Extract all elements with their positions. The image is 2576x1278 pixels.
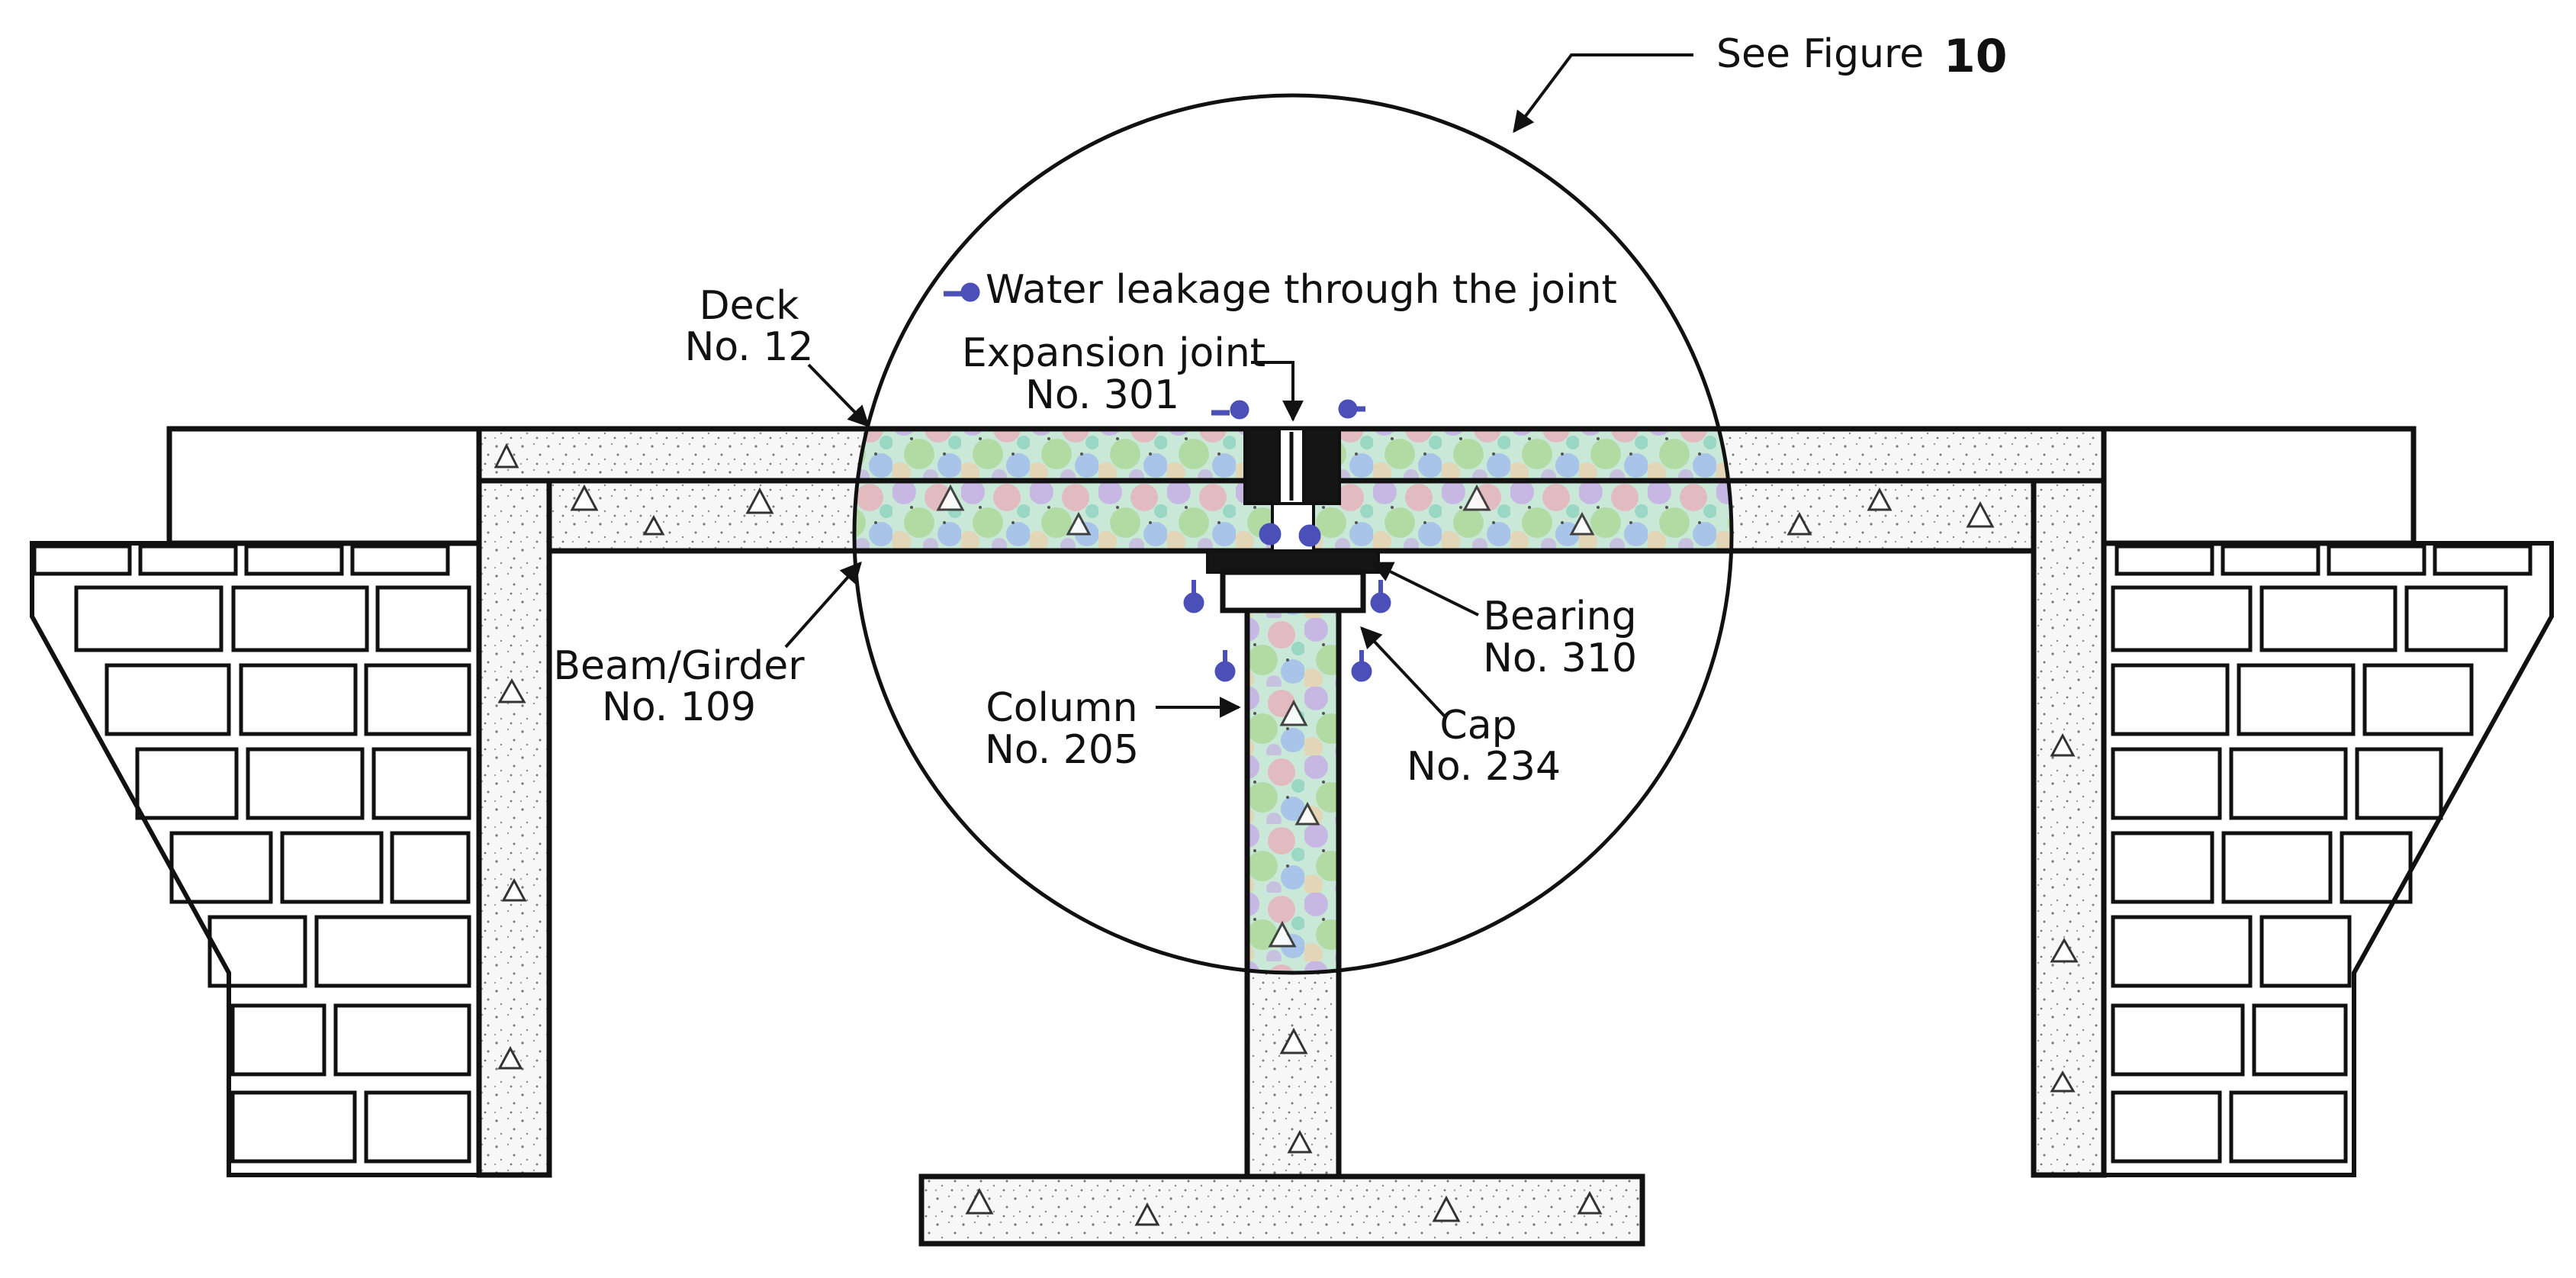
beam-label: Beam/Girder: [553, 643, 805, 689]
cap-label: Cap: [1439, 703, 1516, 748]
column-number: No. 205: [985, 727, 1139, 773]
right-frame-leg: [2031, 478, 2107, 1178]
water-drop-icon: [1338, 399, 1365, 419]
column-label: Column: [986, 685, 1137, 731]
expansion-joint: [1243, 427, 1341, 552]
cap-number: No. 234: [1407, 744, 1561, 790]
expansion-joint-number: No. 301: [1025, 372, 1179, 418]
legend-text: Water leakage through the joint: [986, 267, 1617, 313]
water-drop-icon: [1298, 524, 1321, 547]
left-frame-leg: [476, 478, 552, 1178]
water-drop-icon: [1370, 580, 1391, 613]
right-abutment: [2102, 541, 2554, 1177]
deck-leader: [807, 363, 870, 428]
beam-leader: [784, 561, 862, 649]
detail-circle: [852, 93, 1734, 975]
bearing-number: No. 310: [1483, 636, 1637, 681]
water-drop-icon: [1214, 650, 1236, 682]
cap-leader: [1360, 626, 1447, 719]
bearing-label: Bearing: [1483, 594, 1636, 639]
beam-number: No. 109: [602, 684, 756, 730]
bearing: [1206, 549, 1380, 613]
water-drop-icon: [1211, 400, 1249, 420]
see-figure-number: 10: [1944, 30, 2008, 83]
see-figure-text: See Figure: [1716, 31, 1924, 77]
footing: [918, 1173, 1645, 1247]
see-figure-leader: [1513, 53, 1693, 134]
deck-label: Deck: [699, 283, 799, 329]
bearing-leader: [1371, 562, 1479, 616]
left-abutment-cap: [166, 426, 482, 546]
water-drop-icon: [1259, 523, 1282, 546]
water-drops: [1183, 399, 1391, 682]
water-drop-icon: [1351, 650, 1372, 682]
water-drop-icon: [1183, 580, 1204, 613]
expansion-joint-leader: [1251, 361, 1304, 422]
left-abutment: [30, 541, 481, 1177]
water-drop-icon: [944, 282, 980, 302]
deck-number: No. 12: [684, 324, 813, 370]
right-abutment-cap: [2101, 426, 2417, 546]
legend: Water leakage through the joint: [944, 267, 1617, 313]
expansion-joint-label: Expansion joint: [962, 330, 1265, 376]
